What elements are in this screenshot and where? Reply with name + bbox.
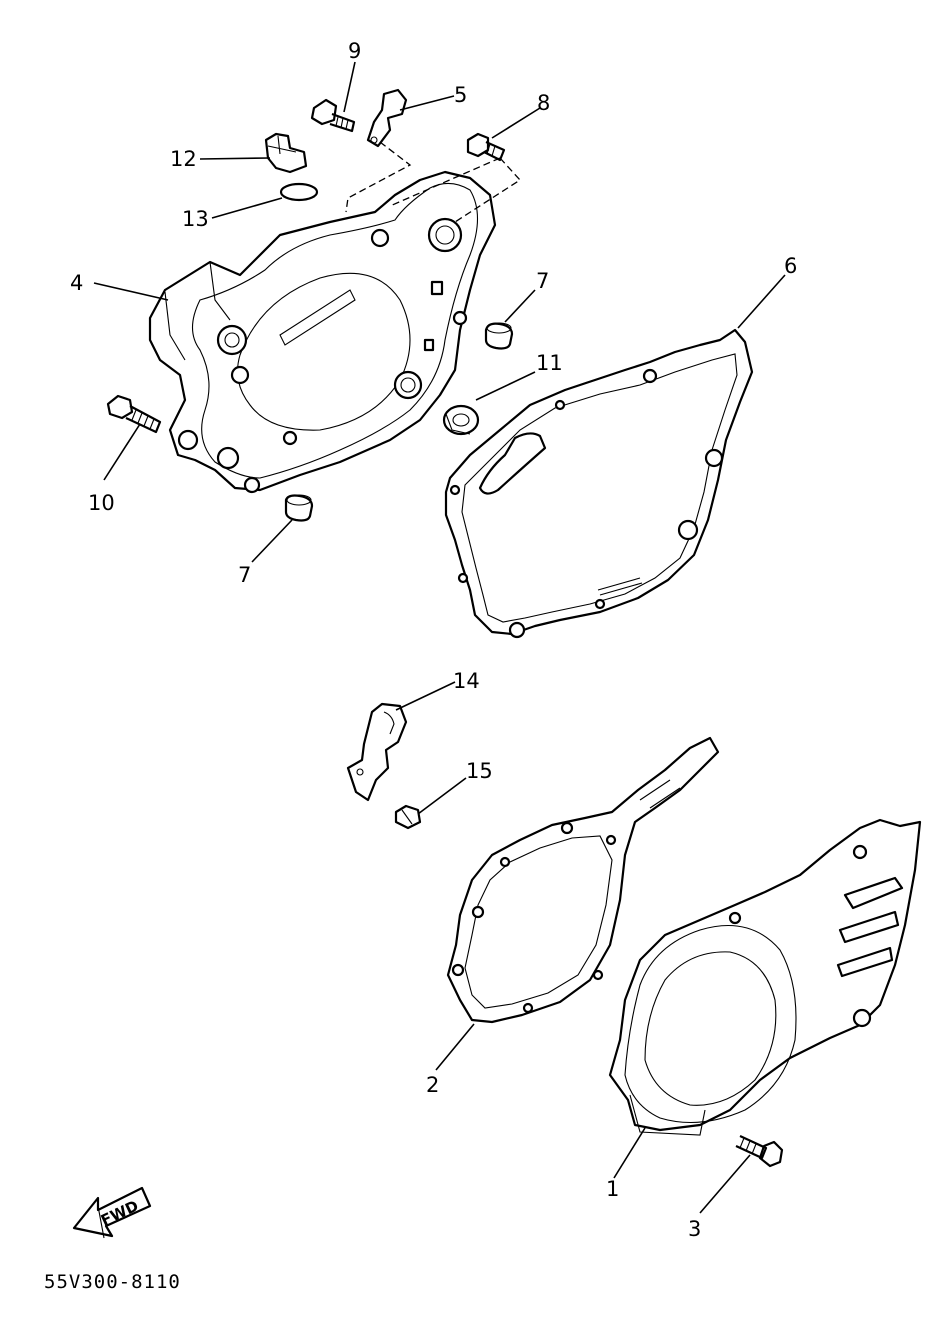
callout-4: 4 [70,271,83,295]
bolt-8-part[interactable] [466,132,506,162]
bolt-9-part[interactable] [310,98,356,133]
callout-1: 1 [606,1177,619,1201]
callout-8: 8 [537,91,550,115]
crankcase-cover-1-part[interactable] [608,818,922,1136]
oil-plug-12-part[interactable] [264,132,308,174]
assembly-line-8b [389,157,501,207]
fwd-label: FWD [98,1197,141,1230]
assembly-line-5 [345,141,412,213]
dowel-7a-part[interactable] [484,322,514,350]
callout-13: 13 [182,207,209,231]
callout-15: 15 [466,759,493,783]
diagram-code: 55V300-8110 [44,1271,181,1293]
assembly-line-8 [454,157,521,223]
oil-seal-11-part[interactable] [442,404,480,436]
callout-7-upper: 7 [536,269,549,293]
callout-7-lower: 7 [238,563,251,587]
bolt-3-part[interactable] [735,1135,784,1168]
gasket-6-part[interactable] [444,328,754,639]
callout-5: 5 [454,83,467,107]
callout-3: 3 [688,1217,701,1241]
callout-2: 2 [426,1073,439,1097]
crankcase-cover-part[interactable] [148,170,497,494]
bracket-14-part[interactable] [346,702,408,802]
callout-9: 9 [348,39,361,63]
gasket-2-part[interactable] [446,736,720,1024]
leader-lines [93,61,786,1214]
callouts: 9 5 8 12 13 4 7 6 11 10 7 14 15 2 1 3 [70,39,797,1241]
dowel-7b-part[interactable] [284,494,314,522]
callout-11: 11 [536,351,563,375]
callout-12: 12 [170,147,197,171]
bolt-10-part[interactable] [106,394,162,434]
o-ring-13-part[interactable] [279,182,319,202]
fwd-arrow-icon: FWD [72,1186,152,1239]
callout-10: 10 [88,491,115,515]
screw-15-part[interactable] [394,804,422,830]
callout-6: 6 [784,254,797,278]
guide-5-part[interactable] [366,88,408,148]
callout-14: 14 [453,669,480,693]
